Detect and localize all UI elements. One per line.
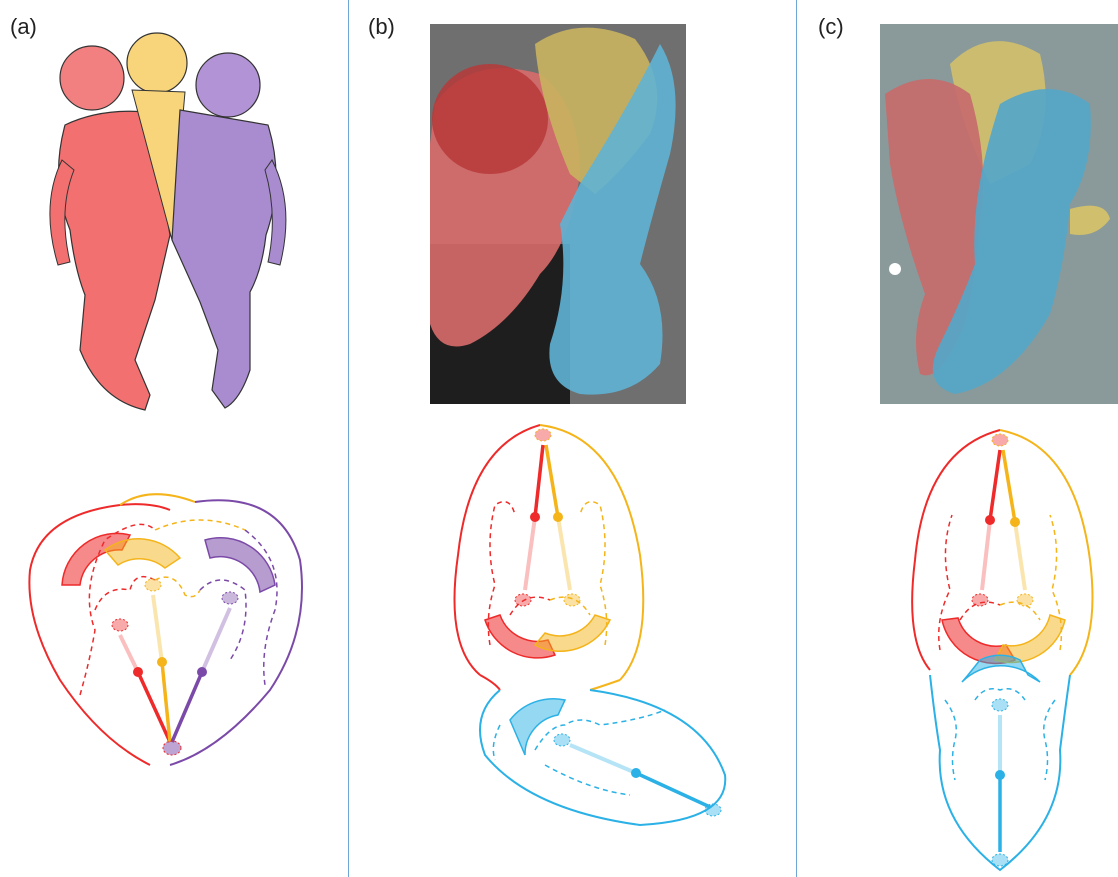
panel-divider-1 xyxy=(348,0,349,877)
panel-a-twin-illustration xyxy=(40,30,300,420)
panel-b-schematic xyxy=(440,415,740,850)
panel-divider-2 xyxy=(796,0,797,877)
panel-label-a: (a) xyxy=(10,14,37,40)
panel-b-specimen-photo xyxy=(430,24,686,404)
panel-c-specimen-photo xyxy=(880,24,1118,404)
panel-a-schematic xyxy=(20,480,320,780)
panel-c-schematic xyxy=(900,420,1110,875)
panel-label-b: (b) xyxy=(368,14,395,40)
panel-label-c: (c) xyxy=(818,14,844,40)
